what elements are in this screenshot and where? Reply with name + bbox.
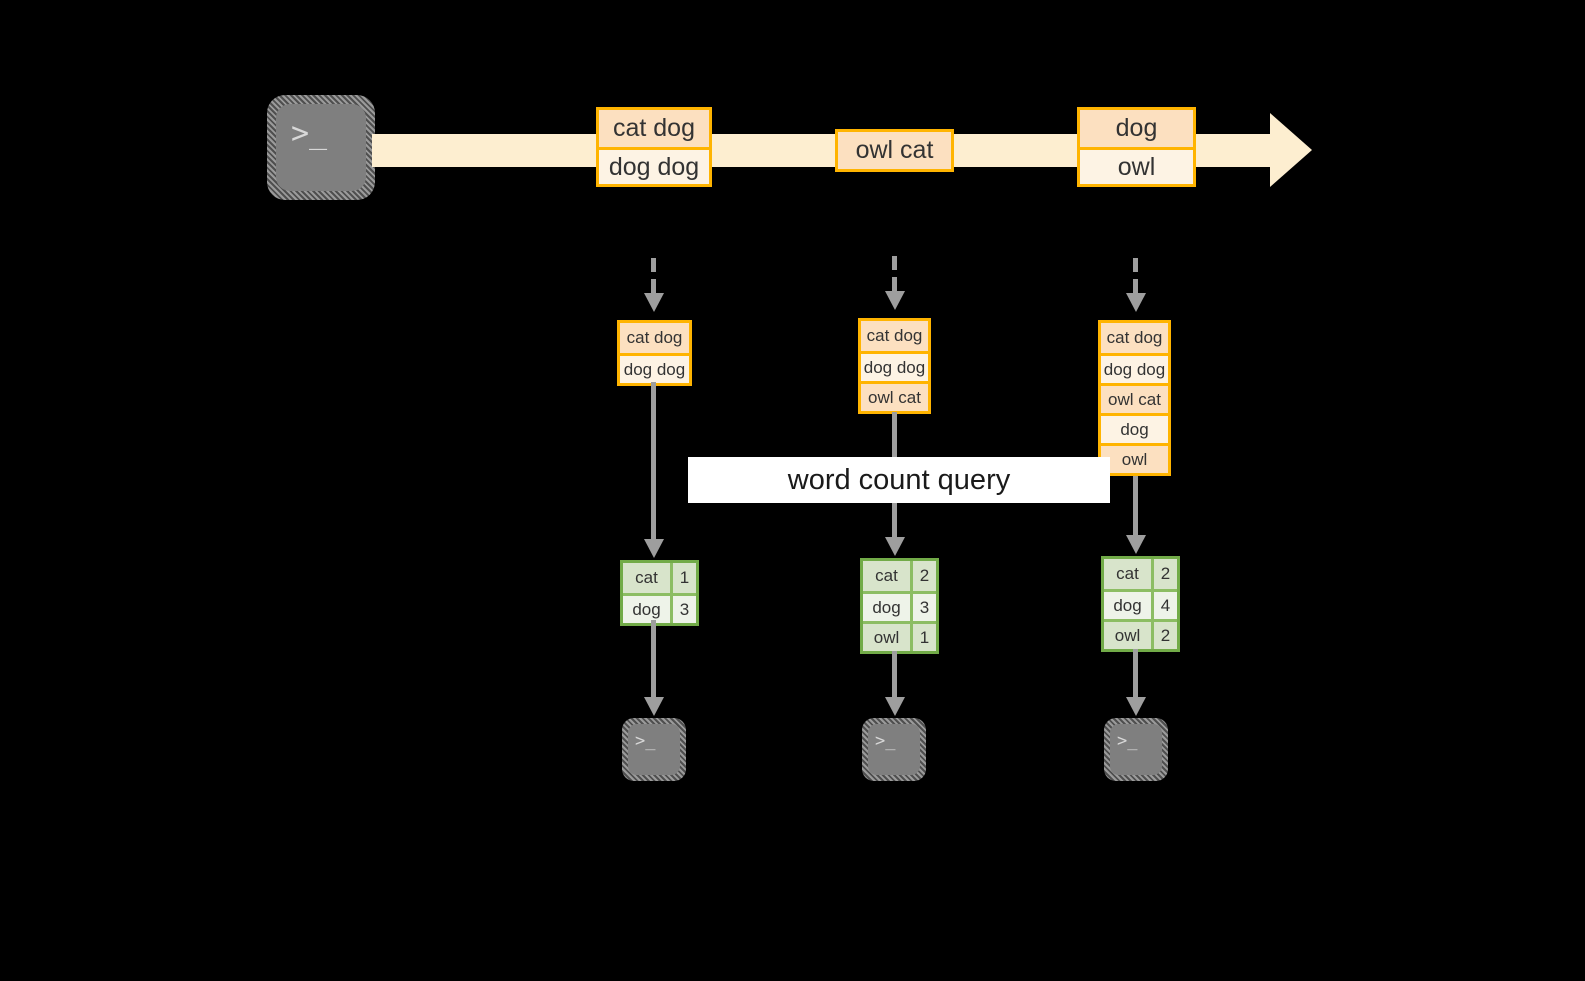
feed-arrow-dash: [1133, 258, 1138, 272]
snapshot-input-line: dog dog: [620, 353, 689, 383]
result-word: cat: [623, 563, 670, 593]
result-count: 3: [910, 594, 936, 621]
query-label-band: word count query: [688, 457, 1110, 503]
stream-record-line: owl: [1080, 147, 1193, 184]
sink-terminal-icon: >_: [1104, 718, 1168, 781]
feed-arrow-head-icon: [885, 291, 905, 310]
table-row: dog 4: [1104, 589, 1177, 619]
snapshot-input-line: cat dog: [620, 323, 689, 353]
query-arrow-head-icon: [885, 537, 905, 556]
table-row: dog 3: [623, 593, 696, 623]
stream-record-line: owl cat: [838, 132, 951, 169]
result-word: dog: [623, 596, 670, 623]
sink-arrow-head-icon: [644, 697, 664, 716]
stream-record: owl cat: [835, 129, 954, 172]
snapshot-input-box: cat dog dog dog owl cat dog owl: [1098, 320, 1171, 476]
feed-arrow-dash: [651, 279, 656, 297]
result-table: cat 2 dog 4 owl 2: [1101, 556, 1180, 652]
snapshot-input-box: cat dog dog dog: [617, 320, 692, 386]
result-count: 1: [670, 563, 696, 593]
snapshot-input-line: cat dog: [1101, 323, 1168, 353]
snapshot-input-line: dog dog: [1101, 353, 1168, 383]
sink-arrow-line: [651, 620, 656, 700]
result-word: owl: [863, 624, 910, 651]
source-terminal-icon: >_: [267, 95, 375, 200]
result-word: owl: [1104, 622, 1151, 649]
terminal-prompt-glyph: >_: [875, 731, 896, 751]
feed-arrow-dash: [892, 277, 897, 295]
snapshot-input-line: dog: [1101, 413, 1168, 443]
table-row: owl 2: [1104, 619, 1177, 649]
snapshot-input-line: dog dog: [861, 351, 928, 381]
sink-arrow-head-icon: [1126, 697, 1146, 716]
result-count: 3: [670, 596, 696, 623]
table-row: owl 1: [863, 621, 936, 651]
snapshot-input-line: owl: [1101, 443, 1168, 473]
feed-arrow-dash: [651, 258, 656, 272]
terminal-prompt-glyph: >_: [1117, 731, 1138, 751]
result-table: cat 2 dog 3 owl 1: [860, 558, 939, 654]
result-count: 1: [910, 624, 936, 651]
query-arrow-line: [1133, 476, 1138, 539]
feed-arrow-dash: [1133, 279, 1138, 297]
terminal-screen: [276, 104, 366, 191]
terminal-prompt-glyph: >_: [291, 116, 328, 151]
sink-arrow-line: [892, 651, 897, 700]
stream-arrow-head-icon: [1270, 113, 1312, 187]
sink-arrow-head-icon: [885, 697, 905, 716]
result-word: cat: [1104, 559, 1151, 589]
query-arrow-head-icon: [644, 539, 664, 558]
query-arrow-line: [651, 382, 656, 543]
snapshot-input-line: owl cat: [1101, 383, 1168, 413]
terminal-screen: [1110, 724, 1162, 775]
stream-record: dog owl: [1077, 107, 1196, 187]
result-word: dog: [1104, 592, 1151, 619]
table-row: dog 3: [863, 591, 936, 621]
table-row: cat 1: [623, 563, 696, 593]
sink-arrow-line: [1133, 649, 1138, 700]
feed-arrow-head-icon: [644, 293, 664, 312]
table-row: cat 2: [863, 561, 936, 591]
stream-record-line: dog dog: [599, 147, 709, 184]
result-word: cat: [863, 561, 910, 591]
query-arrow-head-icon: [1126, 535, 1146, 554]
terminal-prompt-glyph: >_: [635, 731, 656, 751]
sink-terminal-icon: >_: [622, 718, 686, 781]
snapshot-input-line: cat dog: [861, 321, 928, 351]
result-count: 2: [910, 561, 936, 591]
table-row: cat 2: [1104, 559, 1177, 589]
result-count: 2: [1151, 559, 1177, 589]
result-count: 4: [1151, 592, 1177, 619]
feed-arrow-dash: [892, 256, 897, 270]
stream-record-line: cat dog: [599, 110, 709, 147]
terminal-screen: [628, 724, 680, 775]
sink-terminal-icon: >_: [862, 718, 926, 781]
feed-arrow-head-icon: [1126, 293, 1146, 312]
stream-record: cat dog dog dog: [596, 107, 712, 187]
query-label: word count query: [787, 463, 1011, 496]
result-table: cat 1 dog 3: [620, 560, 699, 626]
stream-record-line: dog: [1080, 110, 1193, 147]
snapshot-input-box: cat dog dog dog owl cat: [858, 318, 931, 414]
result-count: 2: [1151, 622, 1177, 649]
result-word: dog: [863, 594, 910, 621]
terminal-screen: [868, 724, 920, 775]
snapshot-input-line: owl cat: [861, 381, 928, 411]
